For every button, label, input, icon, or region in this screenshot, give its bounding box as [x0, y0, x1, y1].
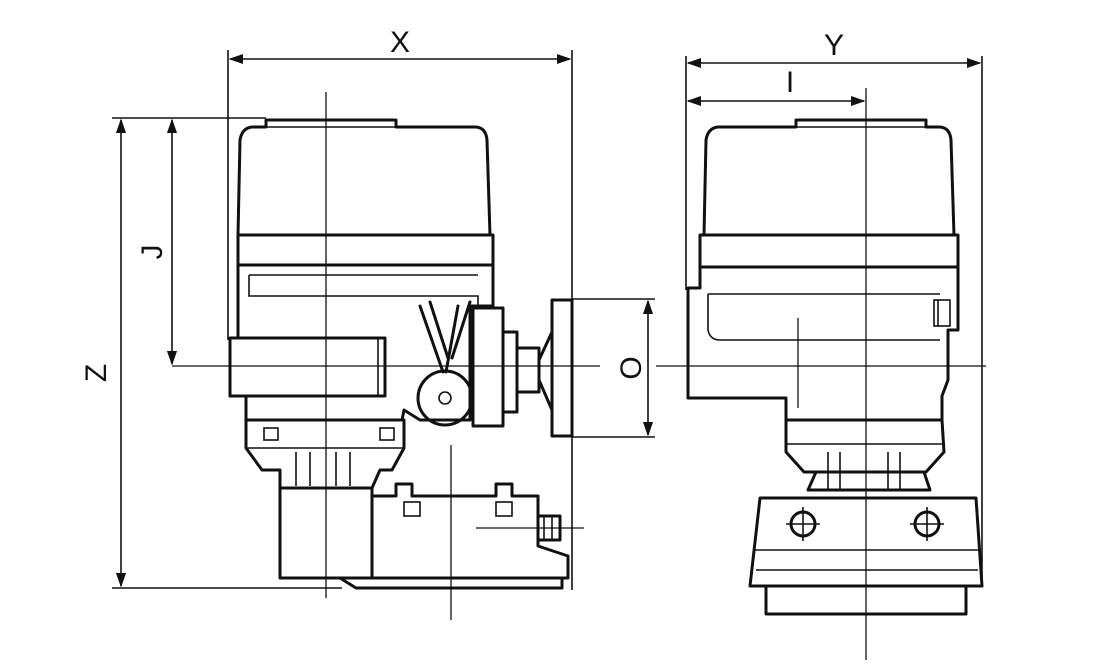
- side-lower-housing: [784, 418, 946, 474]
- front-boss: [228, 336, 387, 398]
- side-view: [686, 118, 984, 616]
- dimension-j: J: [136, 118, 178, 366]
- front-band: [236, 233, 495, 267]
- dimension-o-label: O: [615, 356, 648, 379]
- dimension-y-label: Y: [824, 29, 844, 62]
- handle-knob: [416, 369, 474, 427]
- handle-lever: [418, 300, 472, 374]
- front-view: [228, 118, 574, 590]
- side-centerlines: [656, 88, 986, 660]
- front-flange-a: [471, 306, 505, 428]
- front-centerlines: [172, 92, 600, 620]
- dimension-i: I: [686, 66, 866, 107]
- dimension-z: Z: [80, 117, 342, 589]
- dimension-o: O: [572, 298, 655, 438]
- dimension-z-label: Z: [80, 364, 113, 382]
- dimension-i-label: I: [786, 66, 794, 99]
- side-housing: [686, 265, 960, 422]
- dimension-y: Y: [685, 29, 983, 586]
- dimension-j-label: J: [136, 245, 169, 260]
- dimension-x: X: [227, 26, 573, 590]
- front-cover: [236, 118, 492, 237]
- front-junction-box: [350, 482, 570, 580]
- side-band: [698, 233, 960, 269]
- dimension-x-label: X: [390, 26, 410, 59]
- side-cover: [702, 118, 956, 237]
- front-flange-b: [550, 298, 574, 438]
